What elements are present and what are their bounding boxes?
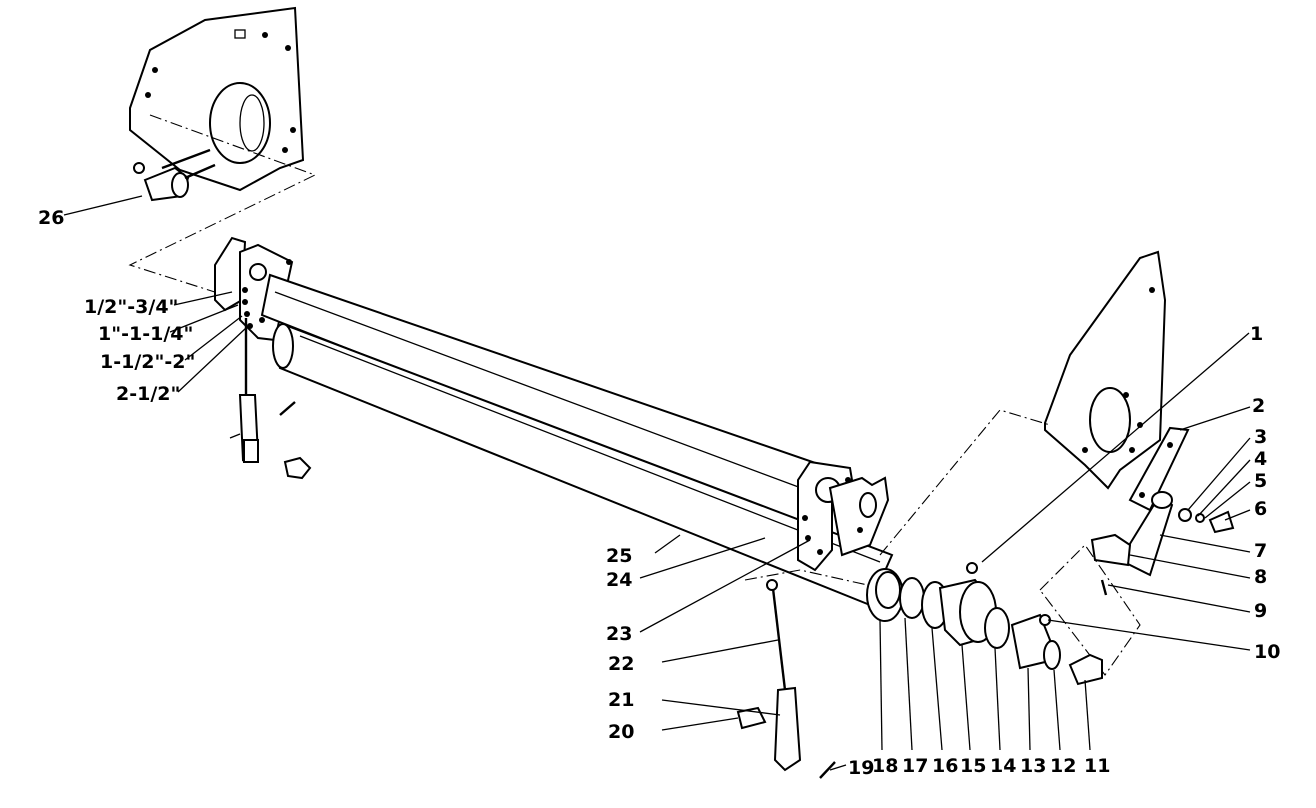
right-side-plate — [1044, 250, 1167, 490]
callout-19: 19 — [848, 757, 874, 779]
callout-24: 24 — [606, 569, 632, 591]
callout-23: 23 — [606, 623, 632, 645]
left-adjusting-rod — [229, 318, 312, 480]
callout-20: 20 — [608, 721, 634, 743]
callout-11: 11 — [1084, 755, 1110, 777]
assembly-line-4 — [744, 569, 891, 591]
callout-3: 3 — [1254, 426, 1267, 448]
leader-lines — [63, 195, 1251, 771]
assembly-line-2 — [879, 409, 1051, 556]
upper-shaft — [260, 273, 832, 532]
assembly-line-3 — [1039, 544, 1141, 676]
callout-17: 17 — [902, 755, 928, 777]
callout-15: 15 — [960, 755, 986, 777]
height-setting-1: 1/2"-3/4" — [84, 296, 178, 318]
height-setting-4: 2-1/2" — [116, 383, 180, 405]
center-bracket — [797, 460, 890, 572]
callout-14: 14 — [990, 755, 1016, 777]
callout-6: 6 — [1254, 498, 1267, 520]
height-setting-3: 1-1/2"-2" — [100, 351, 195, 373]
callout-8: 8 — [1254, 566, 1267, 588]
callout-13: 13 — [1020, 755, 1046, 777]
callout-21: 21 — [608, 689, 634, 711]
callout-22: 22 — [608, 653, 634, 675]
bearing-stack — [866, 562, 1103, 686]
callout-25: 25 — [606, 545, 632, 567]
callout-5: 5 — [1254, 470, 1267, 492]
callout-16: 16 — [932, 755, 958, 777]
callout-12: 12 — [1050, 755, 1076, 777]
callout-26: 26 — [38, 207, 64, 229]
callout-2: 2 — [1252, 395, 1265, 417]
callout-1: 1 — [1250, 323, 1263, 345]
callout-10: 10 — [1254, 641, 1280, 663]
height-setting-2: 1"-1-1/4" — [98, 323, 193, 345]
callout-labels: 26 1 2 3 4 5 6 7 8 9 10 11 12 13 14 15 1… — [38, 207, 1280, 779]
coupling-part-26 — [133, 148, 216, 202]
callout-7: 7 — [1254, 540, 1267, 562]
center-adjusting-rod — [736, 579, 836, 779]
callout-9: 9 — [1254, 600, 1267, 622]
callout-4: 4 — [1254, 448, 1267, 470]
callout-18: 18 — [872, 755, 898, 777]
top-left-side-plate — [129, 6, 305, 192]
